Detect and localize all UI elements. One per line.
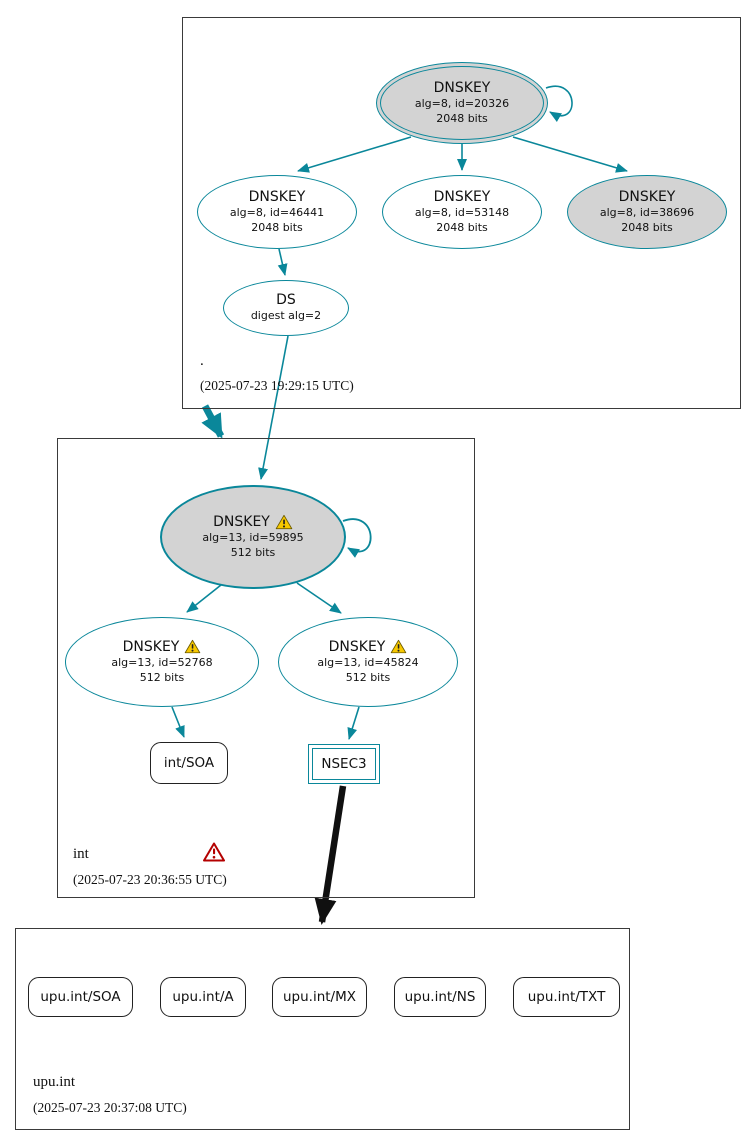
node-detail: alg=8, id=53148 — [414, 205, 510, 219]
zone-box-upu-int — [15, 928, 630, 1130]
dnskey-node-20326[interactable]: DNSKEY alg=8, id=20326 2048 bits — [376, 62, 548, 144]
rrset-label: upu.int/NS — [404, 989, 476, 1005]
node-detail: 2048 bits — [436, 221, 488, 235]
rrset-label: upu.int/MX — [282, 989, 357, 1005]
node-title: DNSKEY — [433, 188, 491, 205]
nsec3-node[interactable]: NSEC3 — [308, 744, 380, 784]
edge-delegation-root-to-int — [201, 404, 225, 439]
zone-label-root: . — [200, 353, 204, 369]
nsec3-label: NSEC3 — [321, 756, 367, 772]
zone-label-upu-int: upu.int — [33, 1074, 76, 1090]
dnskey-node-38696[interactable]: DNSKEY alg=8, id=38696 2048 bits — [567, 175, 727, 249]
zone-timestamp-int: (2025-07-23 20:36:55 UTC) — [73, 872, 227, 887]
node-detail: 512 bits — [139, 671, 185, 685]
rrset-int-soa[interactable]: int/SOA — [150, 742, 228, 784]
zone-timestamp-root: (2025-07-23 19:29:15 UTC) — [200, 378, 354, 393]
zone-box-root — [182, 17, 741, 409]
dnskey-node-59895[interactable]: DNSKEY alg=13, id=59895 512 bits — [160, 485, 346, 589]
node-detail: 512 bits — [345, 671, 391, 685]
zone-timestamp-upu-int: (2025-07-23 20:37:08 UTC) — [33, 1100, 187, 1115]
node-title: DNSKEY — [328, 638, 386, 655]
dnskey-node-53148[interactable]: DNSKEY alg=8, id=53148 2048 bits — [382, 175, 542, 249]
node-detail: 2048 bits — [251, 221, 303, 235]
rrset-label: upu.int/TXT — [527, 989, 606, 1005]
node-detail: 512 bits — [230, 546, 276, 560]
node-title: DNSKEY — [618, 188, 676, 205]
node-title: DNSKEY — [433, 79, 491, 96]
node-title: DNSKEY — [122, 638, 180, 655]
rrset-label: upu.int/SOA — [40, 989, 121, 1005]
warning-icon — [184, 639, 201, 654]
node-detail: alg=13, id=52768 — [111, 655, 213, 669]
rrset-upu-int-soa[interactable]: upu.int/SOA — [28, 977, 133, 1017]
warning-icon — [275, 514, 293, 530]
zone-label-int: int — [73, 846, 89, 862]
ds-node[interactable]: DS digest alg=2 — [223, 280, 349, 336]
rrset-upu-int-mx[interactable]: upu.int/MX — [272, 977, 367, 1017]
rrset-label: upu.int/A — [172, 989, 234, 1005]
rrset-upu-int-a[interactable]: upu.int/A — [160, 977, 246, 1017]
node-detail: alg=13, id=45824 — [317, 655, 419, 669]
node-title: DNSKEY — [213, 513, 270, 530]
dnskey-node-52768[interactable]: DNSKEY alg=13, id=52768 512 bits — [65, 617, 259, 707]
node-title: DS — [276, 292, 296, 309]
dnskey-node-46441[interactable]: DNSKEY alg=8, id=46441 2048 bits — [197, 175, 357, 249]
zone-box-int — [57, 438, 475, 898]
node-title: DNSKEY — [248, 188, 306, 205]
node-detail: 2048 bits — [436, 112, 488, 126]
rrset-label: int/SOA — [163, 755, 215, 771]
node-detail: alg=8, id=38696 — [599, 205, 695, 219]
node-detail: alg=13, id=59895 — [202, 530, 304, 544]
node-detail: alg=8, id=20326 — [414, 96, 510, 110]
rrset-upu-int-ns[interactable]: upu.int/NS — [394, 977, 486, 1017]
error-icon — [203, 842, 225, 862]
node-detail: alg=8, id=46441 — [229, 205, 325, 219]
node-detail: digest alg=2 — [250, 309, 322, 323]
dnskey-node-45824[interactable]: DNSKEY alg=13, id=45824 512 bits — [278, 617, 458, 707]
node-detail: 2048 bits — [621, 221, 673, 235]
warning-icon — [390, 639, 407, 654]
rrset-upu-int-txt[interactable]: upu.int/TXT — [513, 977, 620, 1017]
